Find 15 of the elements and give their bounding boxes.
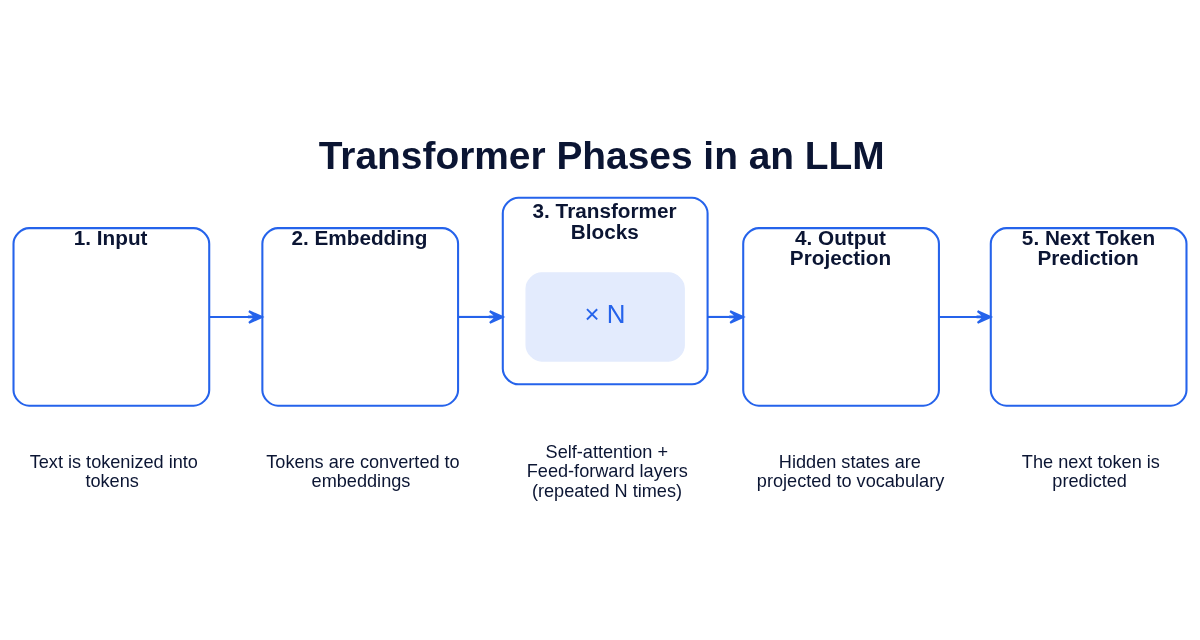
node-label: Self-attention + Feed-forward layers (repeated N times) <box>526 441 688 501</box>
node-box: 1. Input <box>12 226 211 407</box>
node-box: 4. Output Projection <box>742 226 940 407</box>
arrow <box>458 309 504 324</box>
node-label: The next token is predicted <box>1021 451 1160 491</box>
node-label: Tokens are converted to embeddings <box>266 451 460 491</box>
node-label: Text is tokenized into tokens <box>29 451 198 491</box>
node-box: × N <box>525 271 685 362</box>
arrow <box>209 309 263 324</box>
node-label: Hidden states are projected to vocabulary <box>756 451 945 491</box>
diagram-title: Transformer Phases in an LLM <box>318 133 885 177</box>
node-box: 2. Embedding <box>261 226 460 407</box>
arrow <box>707 309 745 324</box>
arrow <box>939 309 992 324</box>
node-box: 5. Next Token Prediction <box>989 226 1188 407</box>
